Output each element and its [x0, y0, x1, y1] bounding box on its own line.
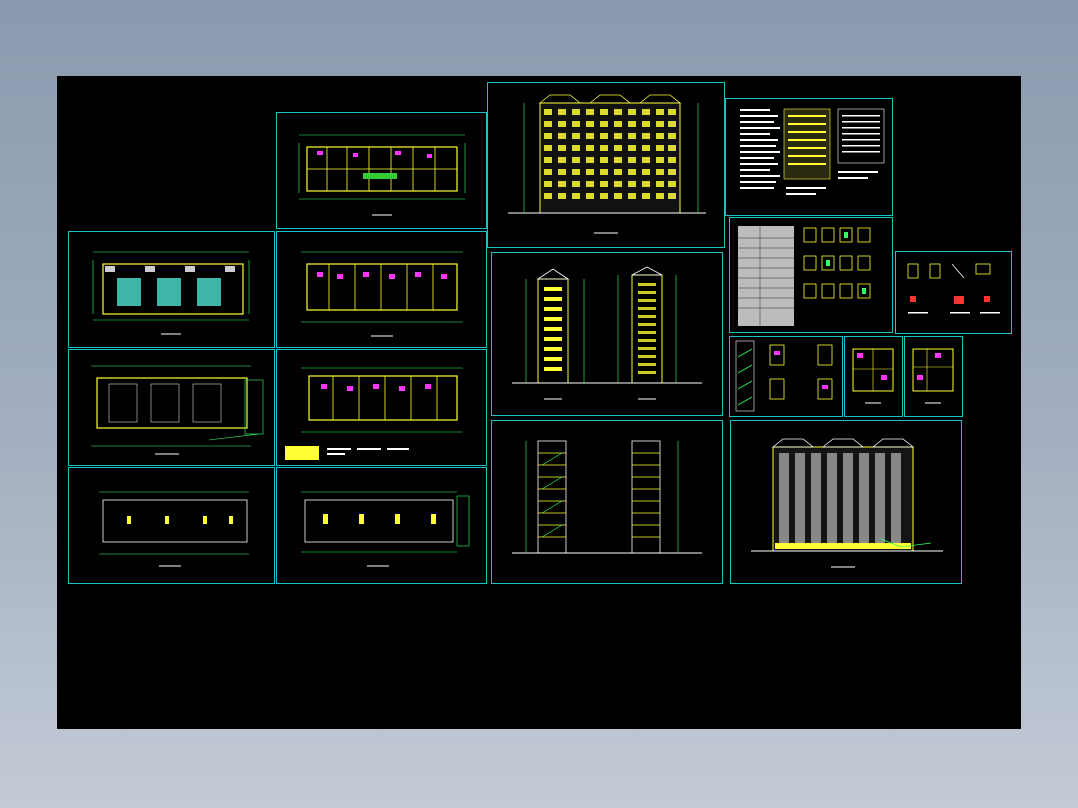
plan-drawing — [99, 491, 249, 567]
sheet-stair-details[interactable] — [729, 336, 843, 417]
sheet-section-details[interactable] — [895, 251, 1012, 334]
sheet-unit-plan-a[interactable] — [844, 336, 903, 417]
sheet-plan-basement-1[interactable] — [276, 349, 487, 466]
sheet-elevation-front[interactable] — [487, 82, 725, 248]
plan-drawing — [301, 251, 463, 337]
plan-drawing — [91, 365, 264, 455]
unit-drawing — [912, 348, 954, 404]
plan-drawing — [301, 491, 470, 567]
sheet-elevation-rear[interactable] — [730, 420, 962, 584]
sheet-plan-basement-2[interactable] — [276, 467, 487, 584]
elevation-drawing — [512, 266, 702, 400]
sheet-design-notes[interactable] — [725, 98, 893, 216]
sheet-plan-floor-3[interactable] — [276, 112, 487, 229]
cad-drawing-canvas[interactable] — [57, 76, 1021, 729]
unit-drawing — [852, 348, 894, 404]
plan-drawing — [92, 251, 250, 335]
plan-drawing — [285, 367, 463, 460]
section-drawing — [512, 440, 702, 554]
elevation-drawing — [508, 94, 706, 234]
sheet-plan-floor-4[interactable] — [276, 231, 487, 348]
sheet-sections[interactable] — [491, 420, 723, 584]
stair-drawing — [735, 340, 833, 412]
sheet-door-window-schedule[interactable] — [729, 217, 893, 333]
notes-drawing — [740, 108, 885, 195]
details-drawing — [907, 263, 1000, 314]
sheet-elevation-sides[interactable] — [491, 252, 723, 416]
sheet-plan-floor-1[interactable] — [68, 231, 275, 348]
elevation-drawing — [751, 438, 943, 568]
sheet-unit-plan-b[interactable] — [904, 336, 963, 417]
schedule-drawing — [738, 226, 871, 326]
sheet-plan-floor-2[interactable] — [68, 349, 275, 466]
sheet-plan-floor-0[interactable] — [68, 467, 275, 584]
plan-drawing — [298, 134, 466, 216]
